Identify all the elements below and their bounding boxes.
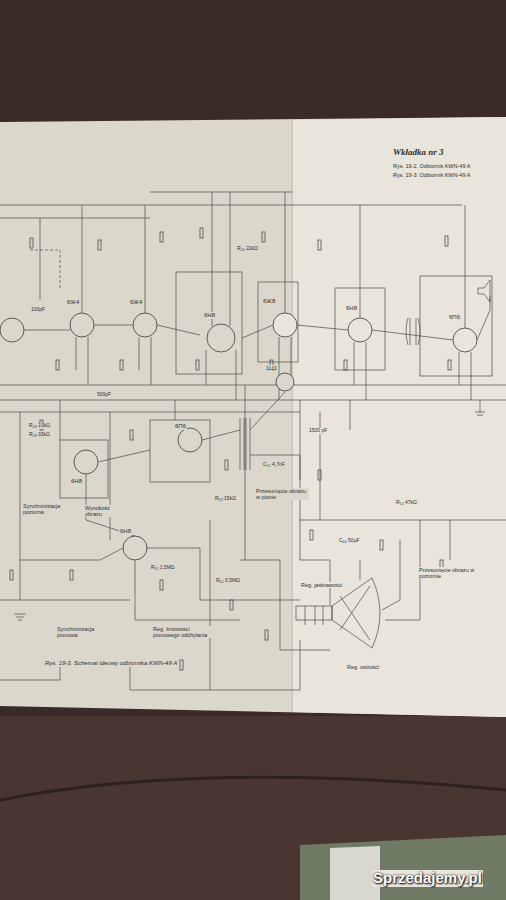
resistor-symbol: [56, 360, 59, 370]
figure-reference: Rys. 19-3. Odbiornik KWN-49 A: [392, 172, 471, 178]
component-value: R₆₂ 0,5MΩ: [215, 578, 241, 584]
resistors: [10, 228, 451, 670]
resistor-symbol: [160, 580, 163, 590]
resistor-symbol: [98, 240, 101, 250]
tube-type: 6H8: [203, 312, 216, 319]
tube-type: 6П6: [448, 314, 461, 321]
couch-seam: [0, 777, 506, 800]
tube-type: 6H8: [70, 478, 83, 485]
tube-type: 6Ж4: [66, 299, 80, 306]
component-value: 1500 pF: [308, 428, 328, 434]
component-value: R₅₄ 47kΩ: [395, 500, 418, 506]
resistor-symbol: [380, 540, 383, 550]
tube-type: 6Ж8: [262, 298, 276, 305]
tube-type: 6Ж4: [129, 299, 143, 306]
paper-sheet: [0, 117, 506, 717]
resistor-symbol: [196, 360, 199, 370]
resistor-symbol: [318, 470, 321, 480]
vacuum-tubes: [0, 313, 477, 560]
resistor-symbol: [344, 360, 347, 370]
control-note: Reg. liniowości pionowego odchylania: [152, 626, 216, 638]
component-value: C₄₄ 50µF: [338, 538, 361, 544]
resistor-symbol: [200, 228, 203, 238]
control-note: Reg. jaskrawości: [300, 582, 348, 588]
paper-sheet-right: [292, 117, 506, 717]
control-note: Przesunięcie obrazu w pionie: [255, 488, 309, 500]
resistor-symbol: [160, 232, 163, 242]
resistor-symbol: [70, 570, 73, 580]
tube-type: 1Ц1: [265, 365, 278, 372]
control-note: Synchronizacja pozioma: [22, 503, 72, 515]
resistor-symbol: [262, 232, 265, 242]
control-note: Wysokość obrazu: [84, 505, 126, 517]
paper-fold: [291, 120, 293, 712]
component-value: C₅₂ 4,7nF: [262, 462, 286, 468]
couch-lower: [0, 716, 506, 900]
component-value: R₄₉ 33kΩ: [28, 432, 51, 438]
tube-type: 6П6: [174, 423, 187, 430]
resistor-symbol: [230, 600, 233, 610]
resistor-symbol: [318, 240, 321, 250]
resistor-symbol: [30, 238, 33, 248]
control-note: Reg. ostrości: [346, 664, 380, 670]
resistor-symbol: [10, 570, 13, 580]
component-value: R₂₄ 22kΩ: [236, 246, 259, 252]
resistor-symbol: [265, 630, 268, 640]
insert-title: Wkładka nr 3: [392, 148, 445, 158]
resistor-symbol: [445, 236, 448, 246]
floor-glimpse: [300, 835, 506, 900]
resistor-symbol: [225, 460, 228, 470]
component-value: R₄₈ 10kΩ: [28, 423, 51, 429]
figure-caption: Rys. 19-3. Schemat ideowy odbiornika KWN…: [44, 660, 178, 667]
control-note: Synchronizacja pionowa: [56, 626, 102, 638]
resistor-symbol: [180, 660, 183, 670]
component-value: 100pF: [30, 307, 46, 313]
wiring: [0, 192, 506, 690]
resistor-symbol: [130, 430, 133, 440]
watermark: Sprzedajemy.pl: [372, 870, 483, 887]
control-note: Przesunięcie obrazu w poziomie: [418, 567, 480, 579]
tube-type: 6H8: [345, 305, 358, 312]
component-value: 500pF: [96, 392, 112, 398]
tube-type: 6H8: [119, 528, 132, 535]
figure-reference: Rys. 19-2. Odbiornik KWN-49 A: [392, 163, 471, 169]
resistor-symbol: [448, 360, 451, 370]
resistor-symbol: [120, 360, 123, 370]
component-value: R₃₃ 15kΩ: [214, 496, 237, 502]
component-value: R₁₅ 1,5MΩ: [150, 565, 176, 571]
resistor-symbol: [310, 530, 313, 540]
